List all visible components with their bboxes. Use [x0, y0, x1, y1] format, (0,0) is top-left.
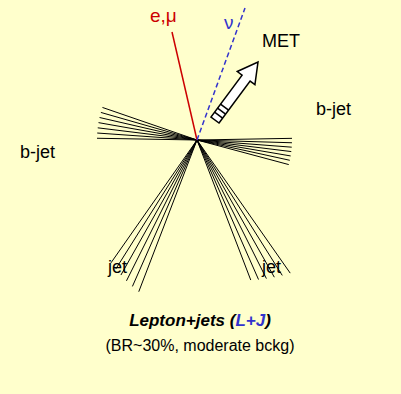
jet-track — [111, 140, 197, 263]
jet-track — [97, 133, 197, 140]
jet-track — [197, 140, 259, 280]
right-jet-fan — [197, 140, 290, 280]
jet-track — [197, 140, 292, 147]
jet-track — [197, 140, 291, 152]
jet-label: jet — [108, 258, 127, 278]
jet-track — [97, 138, 197, 140]
caption: Lepton+jets (L+J) — [129, 312, 271, 331]
jet-track — [126, 140, 197, 281]
arrow-fletching — [221, 104, 229, 110]
jet-track — [139, 140, 197, 292]
left-bjet-fan — [97, 107, 197, 140]
jet-label: jet — [262, 258, 281, 278]
arrow-fletching — [215, 112, 223, 118]
jet-track — [99, 123, 197, 140]
jet-track — [102, 107, 197, 140]
bjet-label: b-jet — [316, 100, 351, 120]
lepton-track — [172, 32, 197, 140]
jet-track — [197, 140, 251, 280]
met-arrow — [211, 62, 258, 123]
jet-track — [121, 140, 197, 275]
jet-track — [98, 128, 197, 140]
neutrino-label: ν — [224, 13, 234, 34]
arrow-fletching — [218, 108, 226, 114]
jet-track — [197, 140, 274, 277]
jet-track — [132, 140, 197, 286]
jet-track — [197, 140, 266, 279]
bjet-label: b-jet — [20, 143, 55, 163]
jet-track — [101, 112, 197, 140]
lepton-label: e,μ — [150, 6, 177, 27]
met-label: MET — [262, 32, 300, 52]
jet-track — [197, 140, 282, 275]
jet-track — [197, 140, 290, 273]
jet-track — [197, 138, 292, 140]
note-label: (BR~30%, moderate bckg) — [106, 337, 295, 355]
jet-track — [197, 140, 292, 143]
jet-track — [116, 140, 197, 269]
